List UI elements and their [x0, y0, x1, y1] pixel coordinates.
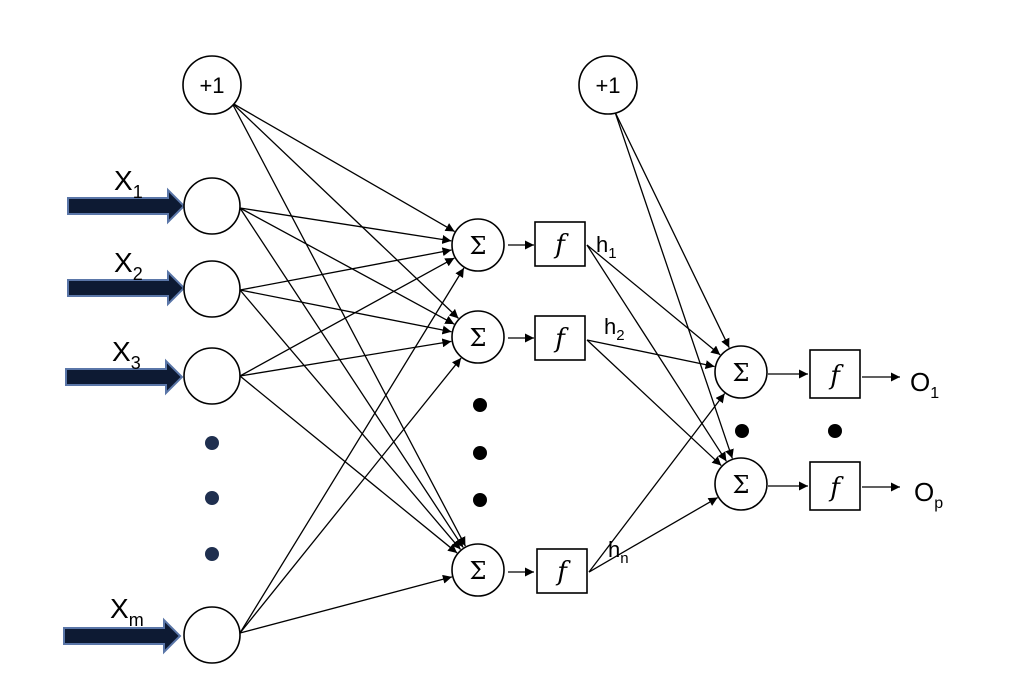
connection-edge [614, 111, 734, 459]
output-activation-1: f [809, 349, 861, 399]
activation-box [809, 349, 861, 399]
ellipsis-dot [205, 436, 219, 450]
ellipsis-dot [473, 493, 487, 507]
input-node-3 [183, 347, 241, 405]
hidden-to-output-edges [586, 111, 734, 573]
hidden-activation-n: f [536, 548, 588, 594]
input-arrows [63, 187, 186, 655]
activation-box [809, 461, 861, 511]
sum-node-circle [451, 543, 505, 597]
hidden-ellipsis [473, 398, 487, 507]
hidden-sum-nodes: Σ Σ Σ [451, 218, 505, 597]
sum-node-circle [451, 310, 505, 364]
hidden-sum-node-1: Σ [451, 218, 505, 272]
output-activation-p: f [809, 461, 861, 511]
hidden-activation-1: f [534, 221, 586, 267]
input-ellipsis [205, 436, 219, 561]
ellipsis-dot [473, 398, 487, 412]
sum-symbol: Σ [470, 232, 487, 260]
connection-edge [239, 207, 464, 548]
sum-node-circle [714, 457, 768, 511]
input-label-1: X1 [114, 165, 143, 202]
input-arrow-1 [67, 187, 186, 225]
input-nodes [183, 177, 241, 664]
sum-symbol: Σ [470, 324, 487, 352]
connection-edge [239, 267, 465, 634]
sum-node-circle [714, 345, 768, 399]
input-arrow-3 [65, 358, 184, 396]
output-sum-nodes: Σ Σ [714, 345, 768, 511]
input-arrow-m [63, 617, 182, 655]
hidden-sum-node-2: Σ [451, 310, 505, 364]
ellipsis-dot [735, 424, 749, 438]
input-label-3: X3 [112, 336, 141, 373]
sum-symbol: Σ [470, 557, 487, 585]
output-sum-node-1: Σ [714, 345, 768, 399]
hidden-activation-2: f [534, 315, 586, 361]
connection-edge [586, 244, 727, 462]
output-arrows [862, 372, 900, 492]
input-node-2 [183, 260, 241, 318]
connection-edge [588, 496, 718, 573]
hidden-label-1: h1 [596, 232, 617, 262]
input-label-2: X2 [114, 247, 143, 284]
output-label-p: Op [914, 477, 943, 512]
ellipsis-dot [473, 446, 487, 460]
hidden-output-labels: h1 h2 hn [596, 232, 629, 567]
output-labels: O1 Op [910, 367, 943, 512]
connection-edge [239, 289, 462, 550]
bias-node-output: +1 [578, 55, 638, 115]
activation-box [536, 548, 588, 594]
activation-box [534, 221, 586, 267]
input-label-m: Xm [110, 593, 144, 630]
connection-edge [239, 289, 452, 335]
bias-node-circle [182, 55, 242, 115]
hidden-label-2: h2 [604, 314, 625, 344]
output-activation-arrows [768, 369, 808, 491]
connection-edge [586, 339, 715, 370]
sum-node-circle [451, 218, 505, 272]
connection-edge [239, 357, 462, 634]
bias-node-hidden: +1 [182, 55, 242, 115]
connection-edge [239, 257, 455, 377]
ellipsis-dot [205, 491, 219, 505]
bias-node-label: +1 [199, 73, 224, 98]
connection-edge [239, 338, 452, 377]
connection-edge [239, 375, 458, 554]
connection-edge [586, 244, 721, 356]
output-label-1: O1 [910, 367, 939, 402]
hidden-activation-arrows [508, 240, 534, 577]
input-labels: X1 X2 X3 Xm [110, 165, 144, 630]
connection-edge [614, 111, 730, 348]
sum-symbol: Σ [733, 359, 750, 387]
connection-edge [231, 102, 466, 547]
connection-edge [239, 574, 453, 634]
sum-symbol: Σ [733, 471, 750, 499]
ellipsis-dot [828, 424, 842, 438]
connection-edge [586, 339, 722, 467]
ellipsis-dot [205, 547, 219, 561]
hidden-label-n: hn [608, 537, 629, 567]
bias-node-label: +1 [595, 73, 620, 98]
connection-edge [588, 393, 726, 573]
input-arrow-2 [67, 269, 186, 307]
input-node-m [183, 606, 241, 664]
hidden-sum-node-n: Σ [451, 543, 505, 597]
connection-edge [239, 207, 452, 244]
connection-edge [231, 102, 459, 319]
connection-edge [231, 102, 455, 233]
input-node-1 [183, 177, 241, 235]
bias-node-circle [578, 55, 638, 115]
connection-edge [239, 207, 455, 325]
connection-edge [239, 247, 452, 291]
activation-box [534, 315, 586, 361]
output-sum-node-p: Σ [714, 457, 768, 511]
input-to-hidden-edges [231, 102, 466, 634]
output-activation-boxes: f f [809, 349, 861, 511]
hidden-activation-boxes: f f f [534, 221, 588, 594]
